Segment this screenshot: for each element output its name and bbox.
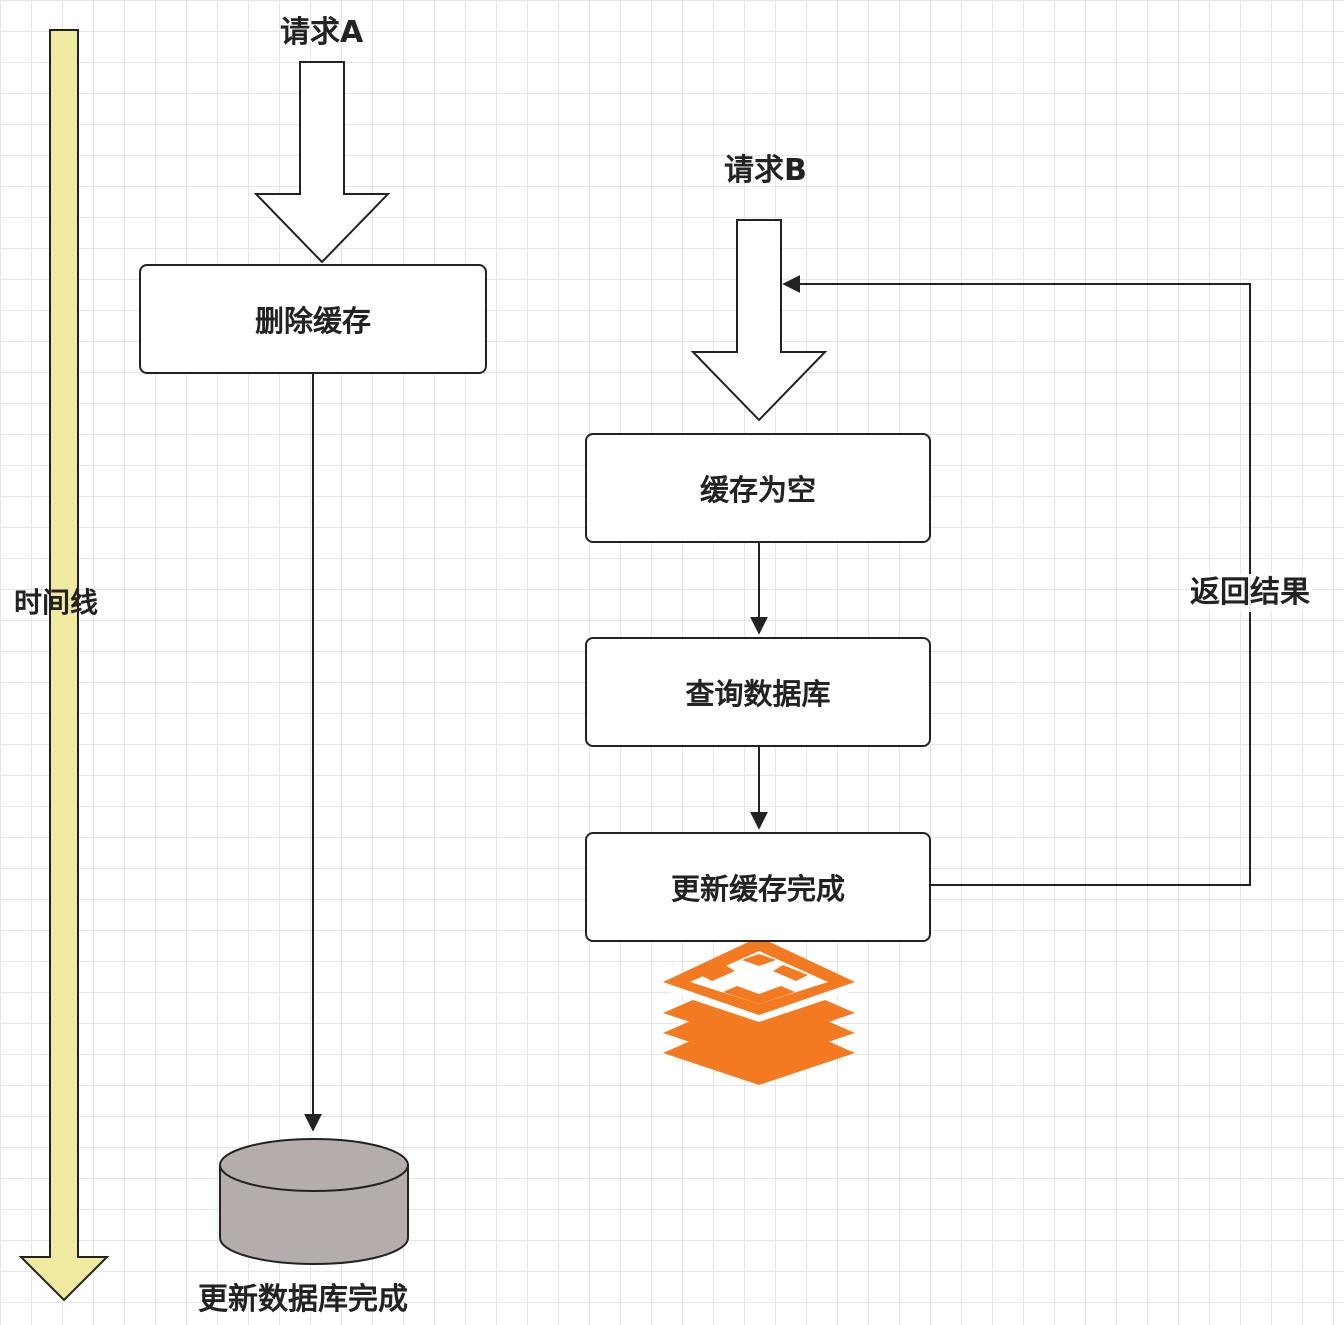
- cache-empty-box: 缓存为空: [585, 433, 931, 543]
- database-cylinder-icon: [219, 1138, 409, 1265]
- return-result-label: 返回结果: [1188, 574, 1312, 612]
- request-a-arrow: [253, 61, 391, 264]
- delete-cache-box: 删除缓存: [139, 264, 487, 374]
- return-loop-connector: [782, 275, 1251, 886]
- request-b-arrow: [690, 219, 828, 422]
- timeline-arrow: [18, 29, 110, 1302]
- redis-logo-icon: [663, 937, 855, 1085]
- update-cache-done-box: 更新缓存完成: [585, 832, 931, 942]
- database-update-done-label: 更新数据库完成: [198, 1282, 408, 1317]
- query-database-box: 查询数据库: [585, 637, 931, 747]
- request-a-title: 请求A: [280, 15, 364, 50]
- timeline-label: 时间线: [14, 586, 99, 619]
- request-b-title: 请求B: [724, 153, 807, 188]
